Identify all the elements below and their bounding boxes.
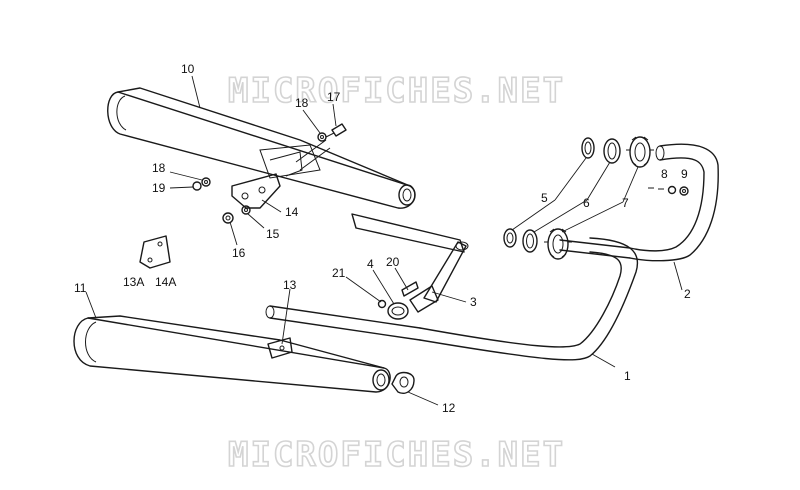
callout-8: 8	[661, 167, 668, 181]
clamp-12	[391, 371, 415, 394]
bracket-13a-14a	[139, 235, 171, 269]
gasket-5-lower	[503, 228, 517, 248]
upper-silencer	[107, 87, 416, 209]
callout-3: 3	[470, 295, 477, 309]
callout-11: 11	[74, 281, 87, 295]
callout-12: 12	[442, 401, 456, 415]
nut-21	[377, 299, 387, 309]
ring-6-upper	[603, 138, 621, 164]
callout-labels: 1 2 3 4 5 6 7 8 9 10 11 12 13 13A 14 14A…	[74, 62, 691, 415]
leader-lines	[85, 75, 683, 406]
callout-1: 1	[624, 369, 631, 383]
lower-silencer	[73, 315, 391, 393]
stud-line	[648, 187, 664, 190]
watermark-bottom: MICROFICHES.NET	[228, 435, 565, 475]
callout-19: 19	[152, 181, 166, 195]
callout-14: 14	[285, 205, 299, 219]
callout-13a: 13A	[123, 275, 144, 289]
callout-15: 15	[266, 227, 280, 241]
callout-2: 2	[684, 287, 691, 301]
balance-pipe-3	[351, 213, 469, 313]
nut-8	[667, 185, 677, 195]
ring-nut-7-lower	[544, 228, 572, 260]
ring-6-lower	[522, 229, 538, 253]
silencer-bracket	[231, 139, 331, 209]
callout-6: 6	[583, 196, 590, 210]
washer-18-left	[201, 177, 211, 187]
nut-16	[222, 212, 234, 224]
callout-9: 9	[681, 167, 688, 181]
callout-14a: 14A	[155, 275, 176, 289]
exhaust-pipe-1	[265, 237, 639, 361]
callout-4: 4	[367, 257, 374, 271]
callout-5: 5	[541, 191, 548, 205]
washer-15	[241, 205, 251, 215]
callout-13: 13	[283, 278, 297, 292]
bolt-20	[401, 281, 419, 297]
clamp-4	[387, 302, 409, 320]
callout-17: 17	[327, 90, 341, 104]
washer-9	[679, 186, 689, 196]
exhaust-pipe-2	[559, 143, 719, 262]
callout-18-left: 18	[152, 161, 166, 175]
watermark-top: MICROFICHES.NET	[228, 71, 565, 111]
callout-18-upper: 18	[295, 96, 309, 110]
gasket-5-upper	[581, 137, 595, 159]
callout-7: 7	[622, 196, 629, 210]
washer-18-upper	[317, 132, 327, 142]
callout-16: 16	[232, 246, 246, 260]
callout-20: 20	[386, 255, 400, 269]
callout-21: 21	[332, 266, 346, 280]
nut-19	[192, 181, 202, 191]
bolt-17	[325, 123, 347, 138]
callout-10: 10	[181, 62, 195, 76]
ring-nut-7-upper	[626, 136, 654, 168]
